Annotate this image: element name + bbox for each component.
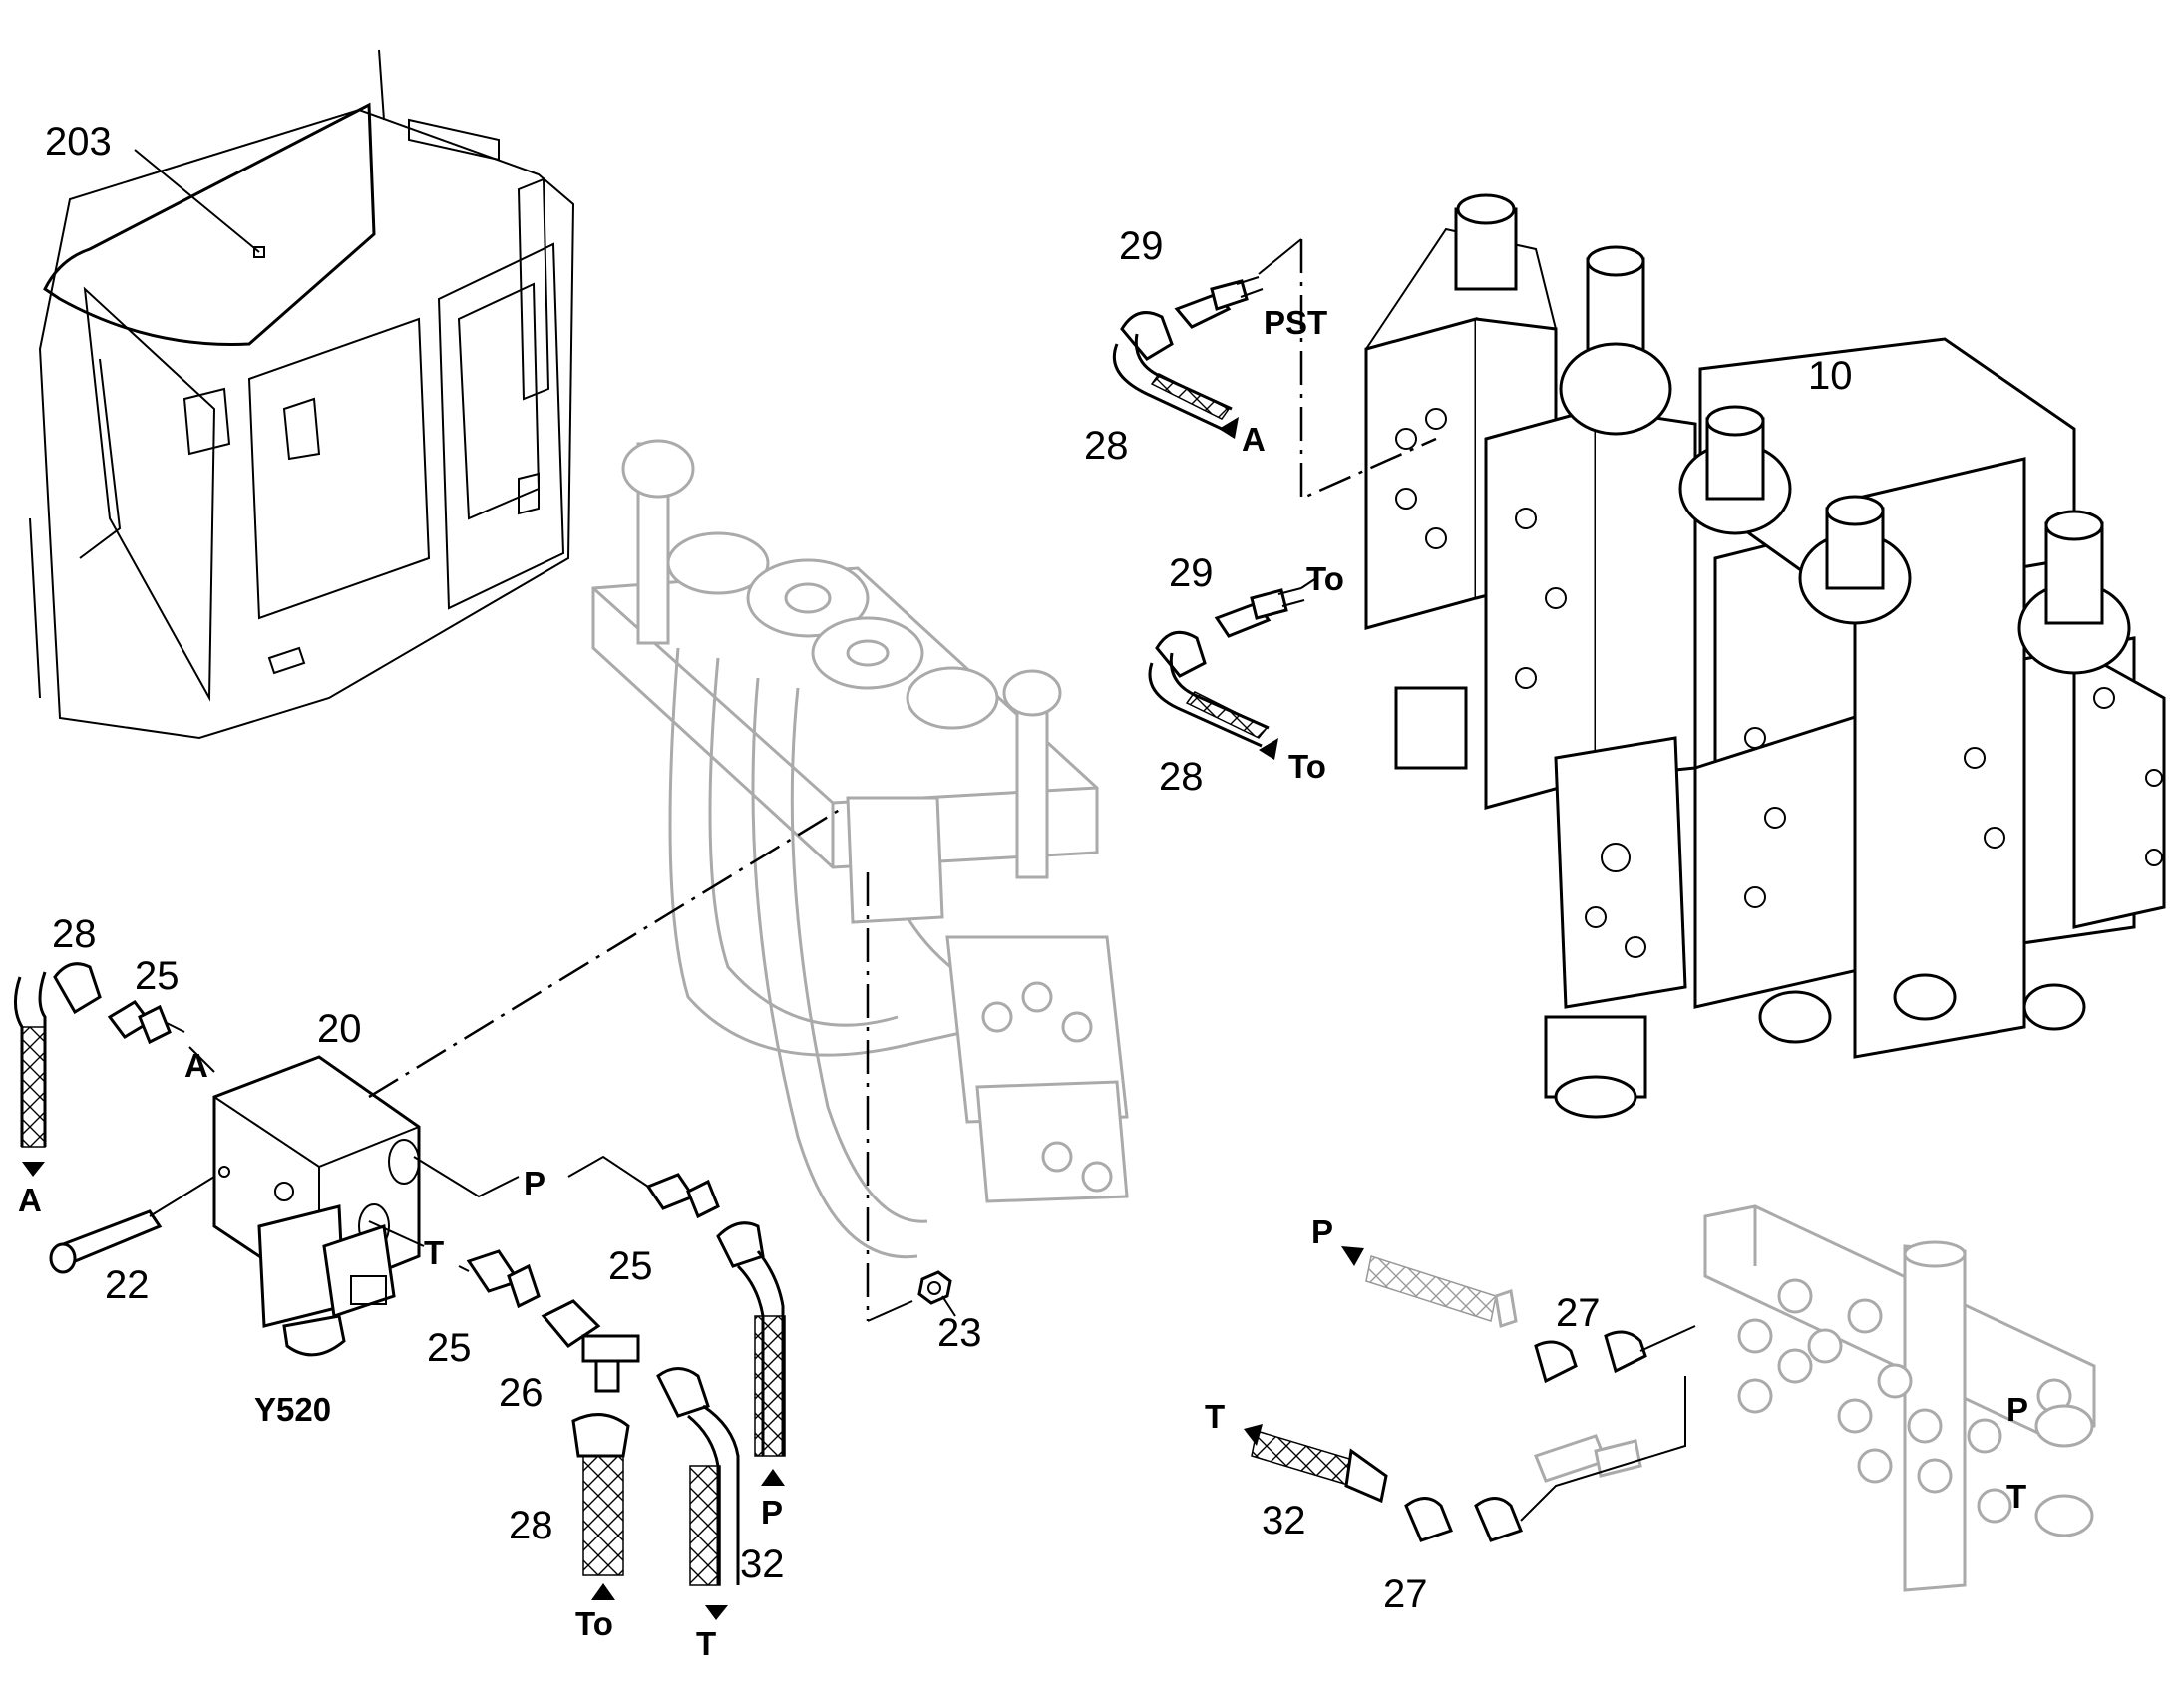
plug-29-lower	[1214, 587, 1305, 638]
port-To-hose: To	[575, 1605, 613, 1642]
callout-26: 26	[499, 1371, 544, 1415]
elbow-27-lower	[1404, 1497, 1523, 1542]
adapter-25-right	[645, 1173, 720, 1219]
callout-25-left: 25	[135, 954, 180, 998]
callout-32-T: 32	[740, 1542, 785, 1586]
callout-23: 23	[937, 1311, 982, 1355]
port-To-middle: To	[1288, 748, 1326, 785]
callout-32-lower: 32	[1262, 1499, 1306, 1542]
arrow-A-upper	[1219, 417, 1239, 439]
hose-28-middle	[1148, 630, 1270, 748]
arrow-A-left	[22, 1162, 45, 1177]
arrow-To-middle	[1259, 738, 1278, 760]
hose-gray-P	[1365, 1255, 1518, 1328]
distribution-block	[1703, 1204, 2096, 1592]
callout-28-upper: 28	[1084, 424, 1129, 468]
callout-27-lower: 27	[1383, 1572, 1428, 1616]
solenoid-valve-block-20	[212, 1055, 421, 1357]
adapter-25-left	[107, 1000, 185, 1045]
callout-labels: 203 10 29 28 29 28 28 25 20 22 25 25 26 …	[45, 120, 1853, 1616]
elbow-27-upper	[1534, 1330, 1647, 1384]
port-P: P	[524, 1165, 545, 1201]
port-A-left: A	[184, 1047, 208, 1084]
port-T-right: T	[1205, 1398, 1225, 1435]
arrow-T-hose	[705, 1605, 728, 1620]
port-A-bottom: A	[18, 1182, 42, 1218]
port-T-block: T	[2006, 1478, 2026, 1515]
port-A-upper: A	[1242, 421, 1266, 458]
connector-lines	[149, 238, 1696, 1522]
component-tag-y520: Y520	[254, 1391, 331, 1428]
cab-drawing	[29, 49, 575, 740]
control-valve-block	[1364, 193, 2166, 1119]
hose-32-lower	[1251, 1430, 1388, 1504]
callout-10: 10	[1808, 354, 1853, 398]
leader-203	[134, 149, 260, 253]
arrow-P-right	[1341, 1246, 1364, 1266]
port-labels: PST A To To A A P T P To T P T P T	[18, 304, 2028, 1662]
adapter-25-T	[466, 1249, 541, 1309]
callout-28-middle: 28	[1159, 755, 1204, 799]
plug-29-upper	[1174, 276, 1264, 329]
manifold-drawing	[591, 439, 1129, 1259]
callout-29-upper: 29	[1119, 224, 1164, 268]
callout-28-To: 28	[509, 1504, 553, 1547]
callout-20: 20	[317, 1007, 362, 1051]
port-T: T	[424, 1234, 444, 1271]
callout-28-left: 28	[52, 912, 97, 956]
port-P-block: P	[2006, 1391, 2028, 1428]
callout-25-right: 25	[608, 1244, 653, 1288]
hose-28-upper	[1112, 311, 1233, 431]
hose-32-T	[656, 1367, 740, 1586]
tee-26	[541, 1299, 640, 1393]
arrow-P-hose	[761, 1469, 785, 1486]
arrow-To-hose	[591, 1583, 615, 1600]
port-To-upper: To	[1306, 560, 1344, 597]
nut-23	[917, 1270, 956, 1317]
hose-28-To	[571, 1413, 630, 1576]
hose-28-P	[716, 1221, 786, 1457]
callout-27-upper: 27	[1556, 1291, 1601, 1335]
callout-29-lower: 29	[1169, 551, 1214, 595]
port-P-right: P	[1311, 1213, 1333, 1250]
flow-arrows	[22, 417, 1364, 1620]
callout-203: 203	[45, 120, 112, 164]
arrow-T-right	[1244, 1424, 1263, 1446]
port-T-hose: T	[696, 1625, 716, 1662]
hose-28-left	[14, 962, 102, 1148]
callout-22: 22	[105, 1263, 150, 1307]
port-PST: PST	[1264, 304, 1327, 341]
screw-22	[49, 1209, 163, 1274]
port-P-hose: P	[761, 1494, 783, 1531]
gray-fitting-lower	[1534, 1434, 1642, 1483]
callout-25-T: 25	[427, 1326, 472, 1370]
